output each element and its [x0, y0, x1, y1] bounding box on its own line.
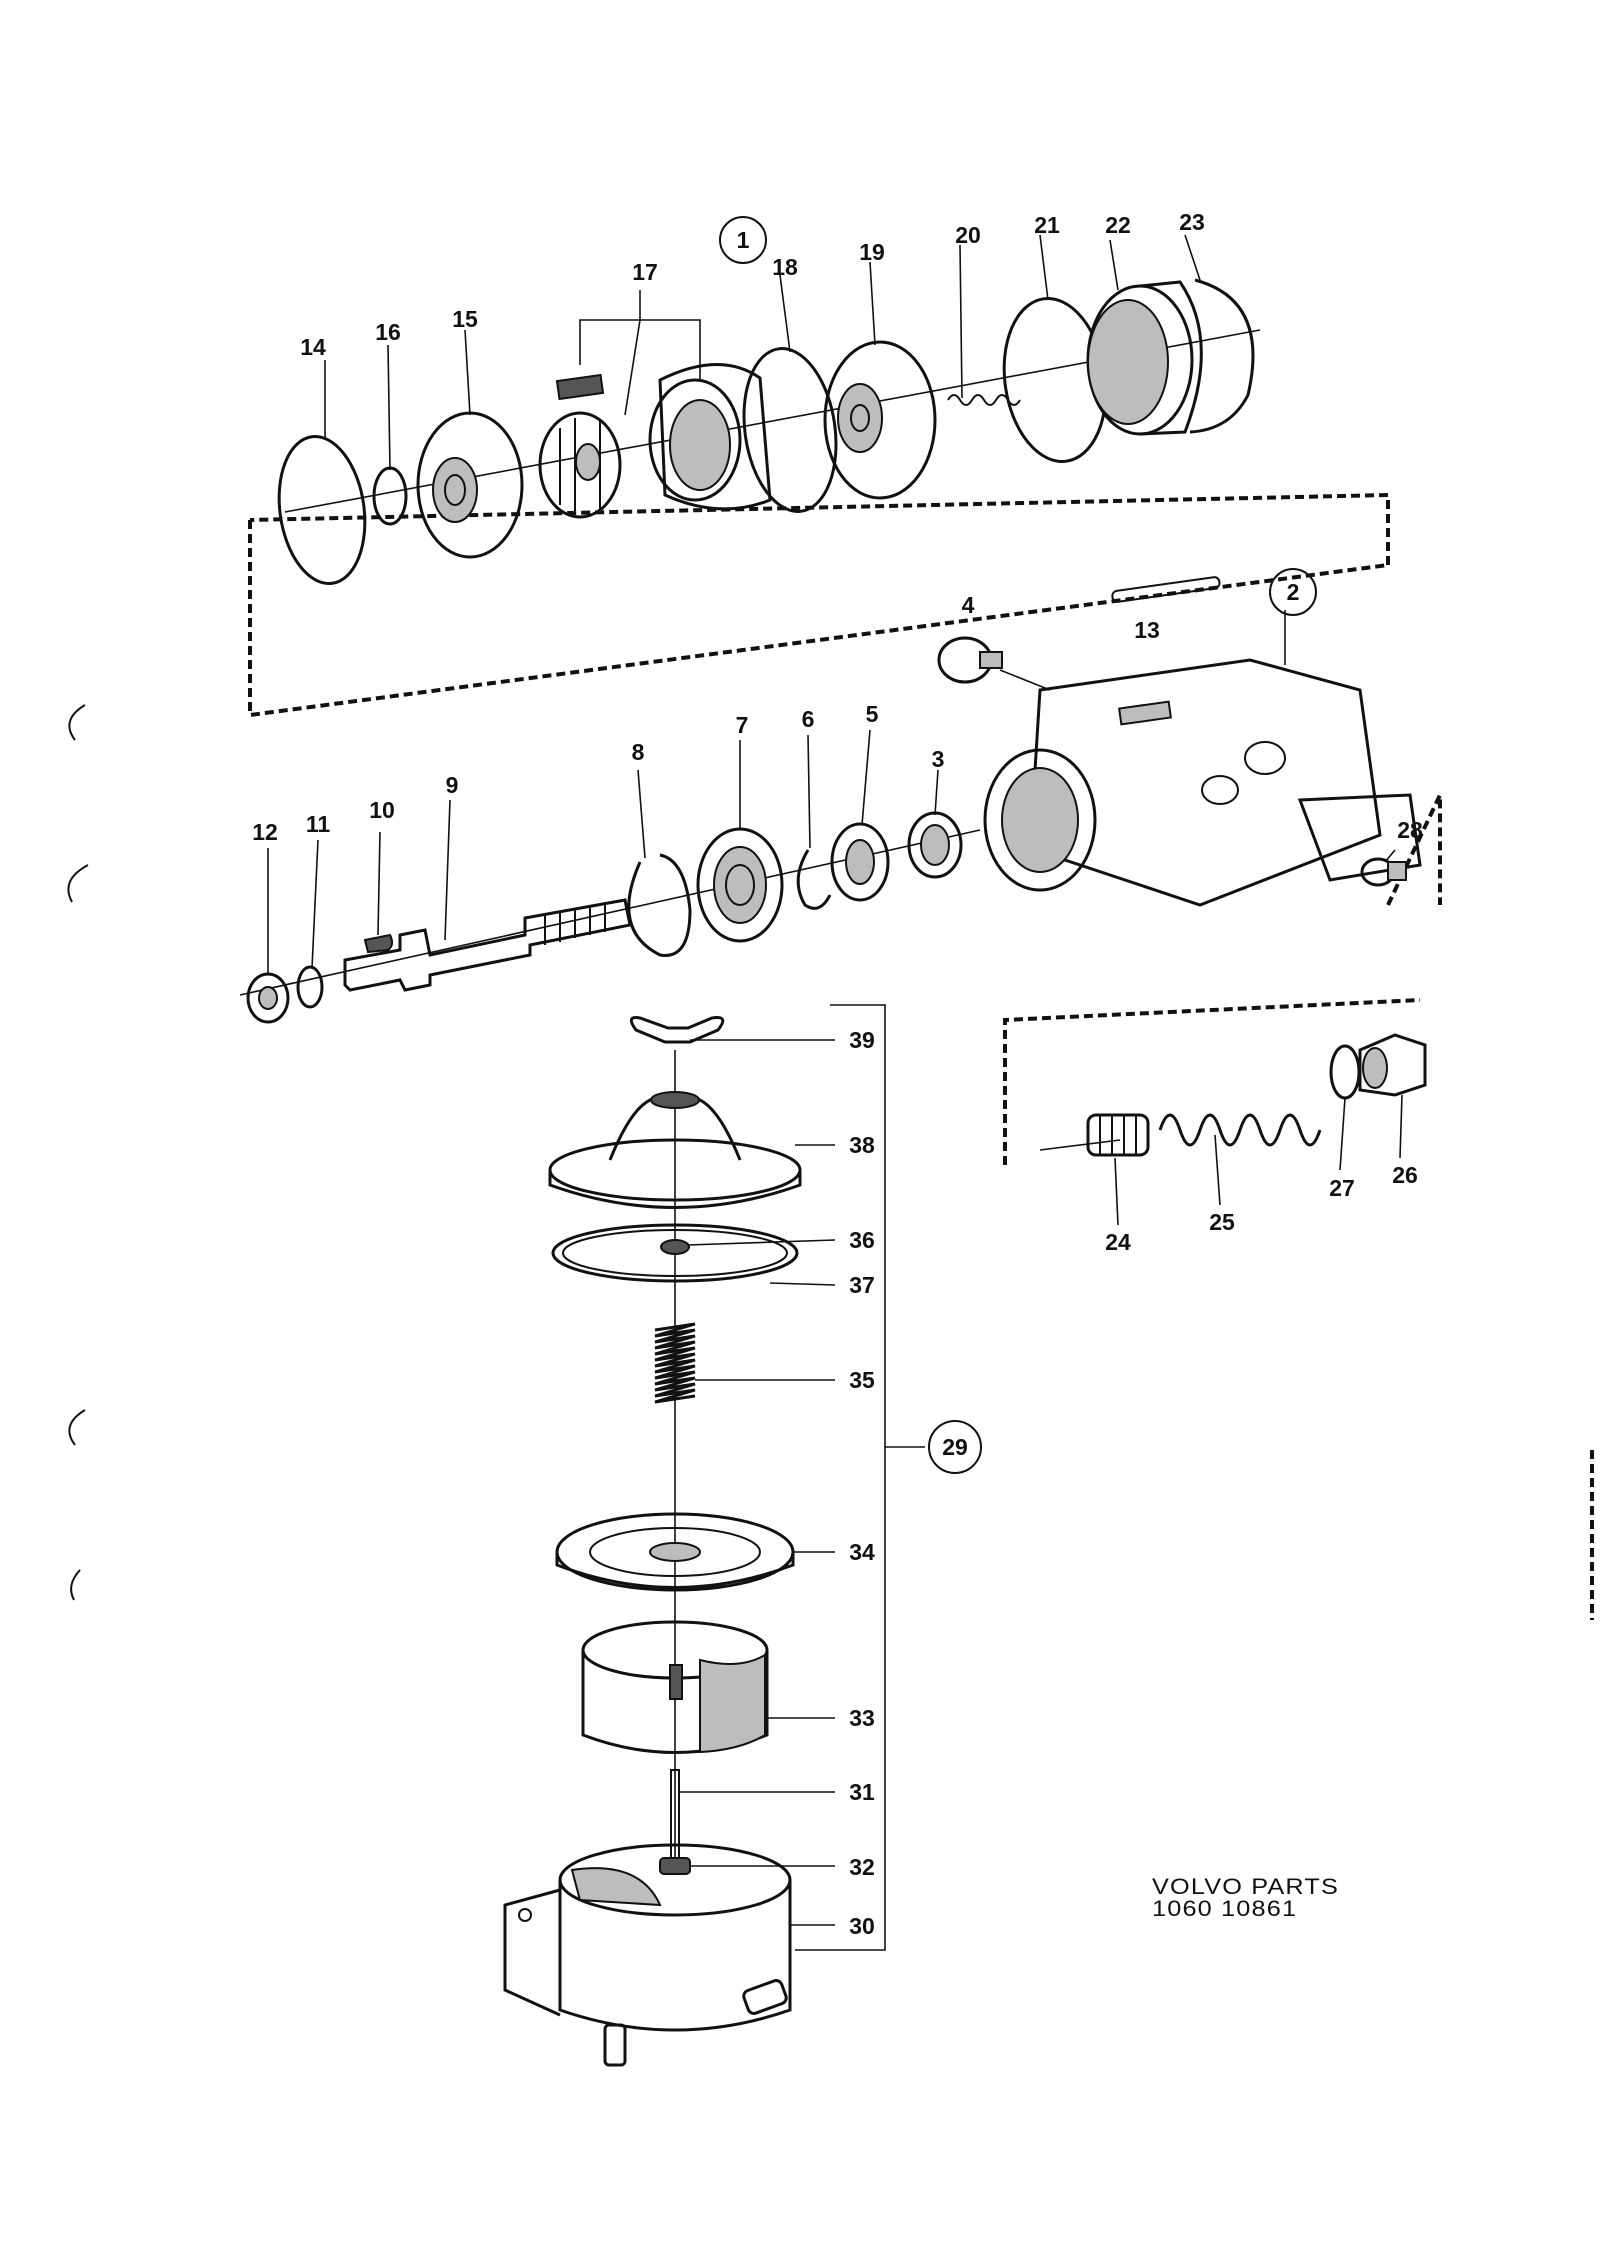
- callout-9: 9: [446, 772, 459, 798]
- caption-number: 1060 10861: [1152, 1896, 1298, 1921]
- caption-brand: VOLVO PARTS: [1152, 1874, 1340, 1899]
- part-17-rotor: [538, 373, 622, 519]
- part-32-clip: [659, 1857, 691, 1875]
- part-27-washer: [1329, 1044, 1361, 1100]
- part-39-wing-nut: [629, 1016, 725, 1044]
- callout-4: 4: [962, 592, 975, 618]
- part-33-filter-element: [581, 1620, 769, 1754]
- punch-marks: [67, 704, 1594, 1620]
- part-19-pressure-plate: [823, 340, 937, 500]
- callout-34: 34: [849, 1539, 875, 1565]
- callout-28: 28: [1397, 817, 1423, 843]
- callout-26: 26: [1392, 1162, 1418, 1188]
- valve-group-frame: [1003, 998, 1421, 1165]
- part-4-plug: [937, 636, 1003, 684]
- part-15-end-plate: [416, 411, 524, 559]
- callout-19: 19: [859, 239, 885, 265]
- part-28-fitting: [1360, 857, 1407, 887]
- callout-29: 29: [942, 1434, 968, 1460]
- callout-6: 6: [802, 706, 815, 732]
- part-22-end-cover: [1086, 280, 1203, 436]
- callout-10: 10: [369, 797, 395, 823]
- part-36-washer: [660, 1239, 690, 1255]
- part-cam-ring: [648, 363, 772, 511]
- callout-14: 14: [300, 334, 326, 360]
- part-7-bearing: [696, 827, 784, 943]
- callout-36: 36: [849, 1227, 875, 1253]
- leader-lines: [267, 234, 1403, 1926]
- top-group-frame: [248, 492, 1390, 718]
- callout-24: 24: [1105, 1229, 1131, 1255]
- callout-21: 21: [1034, 212, 1060, 238]
- callout-15: 15: [452, 306, 478, 332]
- drawing-reference: VOLVO PARTS 1060 10861: [1152, 1876, 1382, 1920]
- callout-11: 11: [306, 811, 331, 837]
- callout-17: 17: [632, 259, 658, 285]
- callout-22: 22: [1105, 212, 1131, 238]
- callout-35: 35: [849, 1367, 875, 1393]
- part-14-o-ring: [277, 434, 367, 586]
- group-29-bracket: [795, 1004, 886, 1951]
- callout-38: 38: [849, 1132, 875, 1158]
- part-6-ring: [796, 849, 832, 910]
- callout-33: 33: [849, 1705, 875, 1731]
- part-18-o-ring: [742, 347, 838, 513]
- callout-25: 25: [1209, 1209, 1235, 1235]
- part-8-circlip: [627, 853, 692, 957]
- part-12-nut: [246, 972, 290, 1024]
- part-5-seal: [830, 822, 890, 902]
- callout-8: 8: [632, 739, 645, 765]
- part-25-spring: [1158, 1113, 1322, 1147]
- callout-16: 16: [375, 319, 401, 345]
- callout-37: 37: [849, 1272, 875, 1298]
- part-13-pin: [1111, 576, 1221, 603]
- callout-7: 7: [736, 712, 749, 738]
- part-4-leader: [999, 669, 1051, 691]
- callout-3: 3: [932, 746, 945, 772]
- part-24-valve-plunger: [1086, 1113, 1150, 1157]
- callout-2: 2: [1287, 579, 1300, 605]
- part-26-plug: [1358, 1033, 1427, 1097]
- callout-18: 18: [772, 254, 798, 280]
- part-10-key: [363, 933, 394, 954]
- part-38-cover: [548, 1091, 802, 1209]
- callout-1: 1: [737, 227, 750, 253]
- part-37-gasket: [551, 1223, 799, 1283]
- part-23-snap-ring: [1189, 278, 1255, 434]
- callout-circle-1: [719, 216, 767, 264]
- callout-5: 5: [866, 701, 879, 727]
- callout-27: 27: [1329, 1175, 1355, 1201]
- part-30-reservoir-housing: [503, 1843, 792, 2067]
- part-11-washer: [296, 965, 324, 1009]
- callout-circle-2: [1269, 568, 1317, 616]
- part-2-pump-housing: [983, 658, 1422, 907]
- valve-axis-line: [1039, 1139, 1121, 1151]
- callout-20: 20: [955, 222, 981, 248]
- housing-frame: [1386, 794, 1442, 906]
- callout-30: 30: [849, 1913, 875, 1939]
- callout-13: 13: [1134, 617, 1160, 643]
- callout-32: 32: [849, 1854, 875, 1880]
- part-35-spring: [654, 1322, 696, 1404]
- part-3-needle-bearing: [907, 811, 963, 879]
- callout-31: 31: [849, 1779, 875, 1805]
- callout-circle-29: [928, 1420, 982, 1474]
- callout-12: 12: [252, 819, 278, 845]
- callout-39: 39: [849, 1027, 875, 1053]
- callout-23: 23: [1179, 209, 1205, 235]
